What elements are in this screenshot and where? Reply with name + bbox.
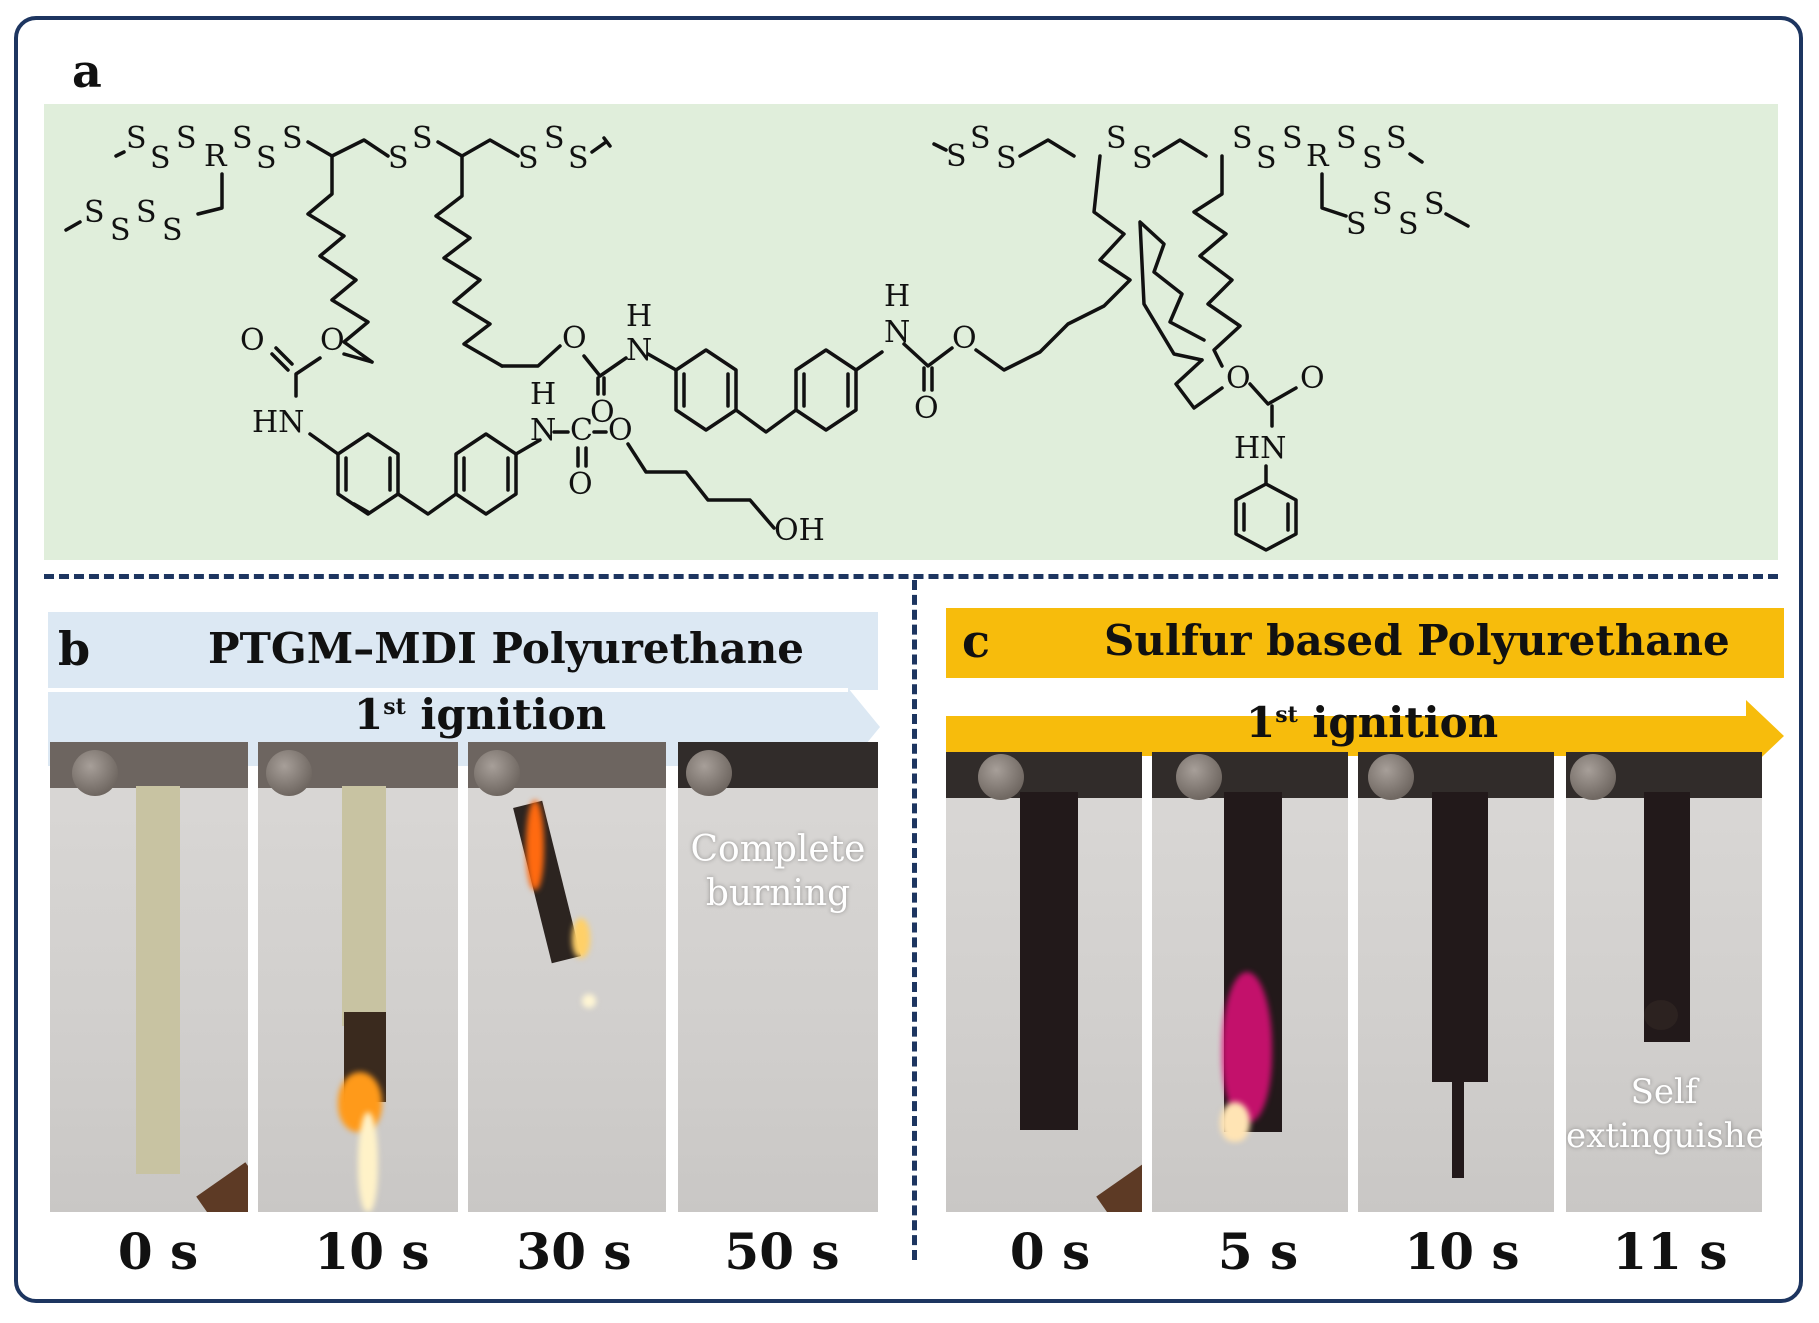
atom-o: O [952,321,977,356]
atom-s: S [1336,121,1357,156]
panel-c-banner: c Sulfur based Polyurethane [946,608,1784,678]
atom-o: O [1300,361,1325,396]
ignition-ordinal: st [1275,702,1298,728]
atom-s: S [1132,141,1153,176]
atom-s: S [162,213,183,248]
photo-b-50s: Complete burning [678,742,878,1212]
photo-c-11s: Self extinguished [1566,752,1762,1212]
atom-s: S [1346,207,1367,242]
atom-s: S [1362,141,1383,176]
atom-s: S [1372,187,1393,222]
panel-b-banner: b PTGM–MDI Polyurethane [48,612,878,690]
atom-n: N [530,413,556,448]
time-label-c-2: 10 s [1404,1222,1520,1281]
atom-s: S [1256,141,1277,176]
time-label-c-0: 0 s [1009,1222,1091,1281]
atom-o: O [568,467,593,502]
atom-s: S [150,141,171,176]
ignition-word: ignition [1297,698,1499,747]
panel-c-title: Sulfur based Polyurethane [1104,616,1730,665]
overlay-line-2: extinguished [1566,1116,1762,1156]
atom-h: H [626,299,652,334]
atom-o: O [320,323,345,358]
panel-c-label: c [962,614,991,668]
left-alkyl-chains: O O HN H N C O O OH O [240,154,977,548]
photo-c-5s [1152,752,1348,1212]
atom-s: S [126,121,147,156]
time-label-b-3: 50 s [724,1222,840,1281]
atom-s: S [1398,207,1419,242]
overlay-line-1: Self [1630,1072,1698,1112]
panel-b-title: PTGM–MDI Polyurethane [208,624,804,673]
atom-s: S [970,121,991,156]
atom-s: S [996,141,1017,176]
time-label-c-3: 11 s [1612,1222,1728,1281]
horizontal-divider [44,574,1778,579]
atom-s: S [568,141,589,176]
atom-h: H [530,377,556,412]
atom-s: S [1282,121,1303,156]
panel-b-ignition-arrow [48,688,880,766]
chemical-structure-drawing: S S S R S S S S S S S S S S S S [64,121,1470,552]
atom-oh: OH [774,513,825,548]
atom-s: S [176,121,197,156]
panel-c-ignition-label: 1st ignition [1246,698,1498,747]
time-label-b-1: 10 s [314,1222,430,1281]
atom-s: S [518,141,539,176]
atom-r: R [204,139,228,174]
atom-s: S [232,121,253,156]
time-label-b-0: 0 s [117,1222,199,1281]
atom-o: O [562,321,587,356]
atom-s: S [1106,121,1127,156]
ignition-word: ignition [405,690,607,739]
atom-s: S [136,195,157,230]
right-alkyl-chains: O O HN [974,154,1325,552]
panel-b-label: b [58,622,91,676]
atom-s: S [84,195,105,230]
photo-b-10s [258,742,458,1212]
atom-s: S [544,121,565,156]
complete-burning-label: Complete burning [678,828,878,916]
atom-s: S [946,139,967,174]
atom-c: C [570,413,593,448]
atom-s: S [256,141,277,176]
atom-o: O [240,323,265,358]
right-polysulfide-network: S S S S S S S S R S S S S S S S [932,121,1470,242]
photo-c-0s [946,752,1142,1212]
atom-h: H [884,279,910,314]
atom-s: S [412,121,433,156]
atom-n: N [626,333,652,368]
panel-a-label: a [72,44,102,98]
atom-o: O [590,395,615,430]
time-label-c-1: 5 s [1217,1222,1299,1281]
ignition-ordinal: st [383,694,406,720]
overlay-line-2: burning [705,873,851,914]
atom-o: O [914,391,939,426]
atom-s: S [282,121,303,156]
atom-r: R [1306,139,1330,174]
photo-b-30s [468,742,666,1212]
atom-o: O [1226,361,1251,396]
ignition-number: 1 [354,690,384,739]
photo-b-0s [50,742,248,1212]
overlay-line-1: Complete [690,829,866,870]
vertical-divider [912,580,917,1260]
atom-s: S [388,141,409,176]
atom-s: S [1386,121,1407,156]
atom-o: O [608,413,633,448]
panel-b-ignition-label: 1st ignition [354,690,606,739]
time-label-b-2: 30 s [516,1222,632,1281]
self-extinguished-label: Self extinguished [1566,1070,1762,1158]
photo-c-10s [1358,752,1554,1212]
atom-hn: HN [1234,431,1286,466]
left-polysulfide-network: S S S R S S S S S S S S S S S S [64,121,612,248]
atom-s: S [110,213,131,248]
atom-s: S [1232,121,1253,156]
atom-s: S [1424,187,1445,222]
atom-hn: HN [252,405,304,440]
ignition-number: 1 [1246,698,1276,747]
chemical-structure-panel: S S S R S S S S S S S S S S S S [44,104,1778,560]
